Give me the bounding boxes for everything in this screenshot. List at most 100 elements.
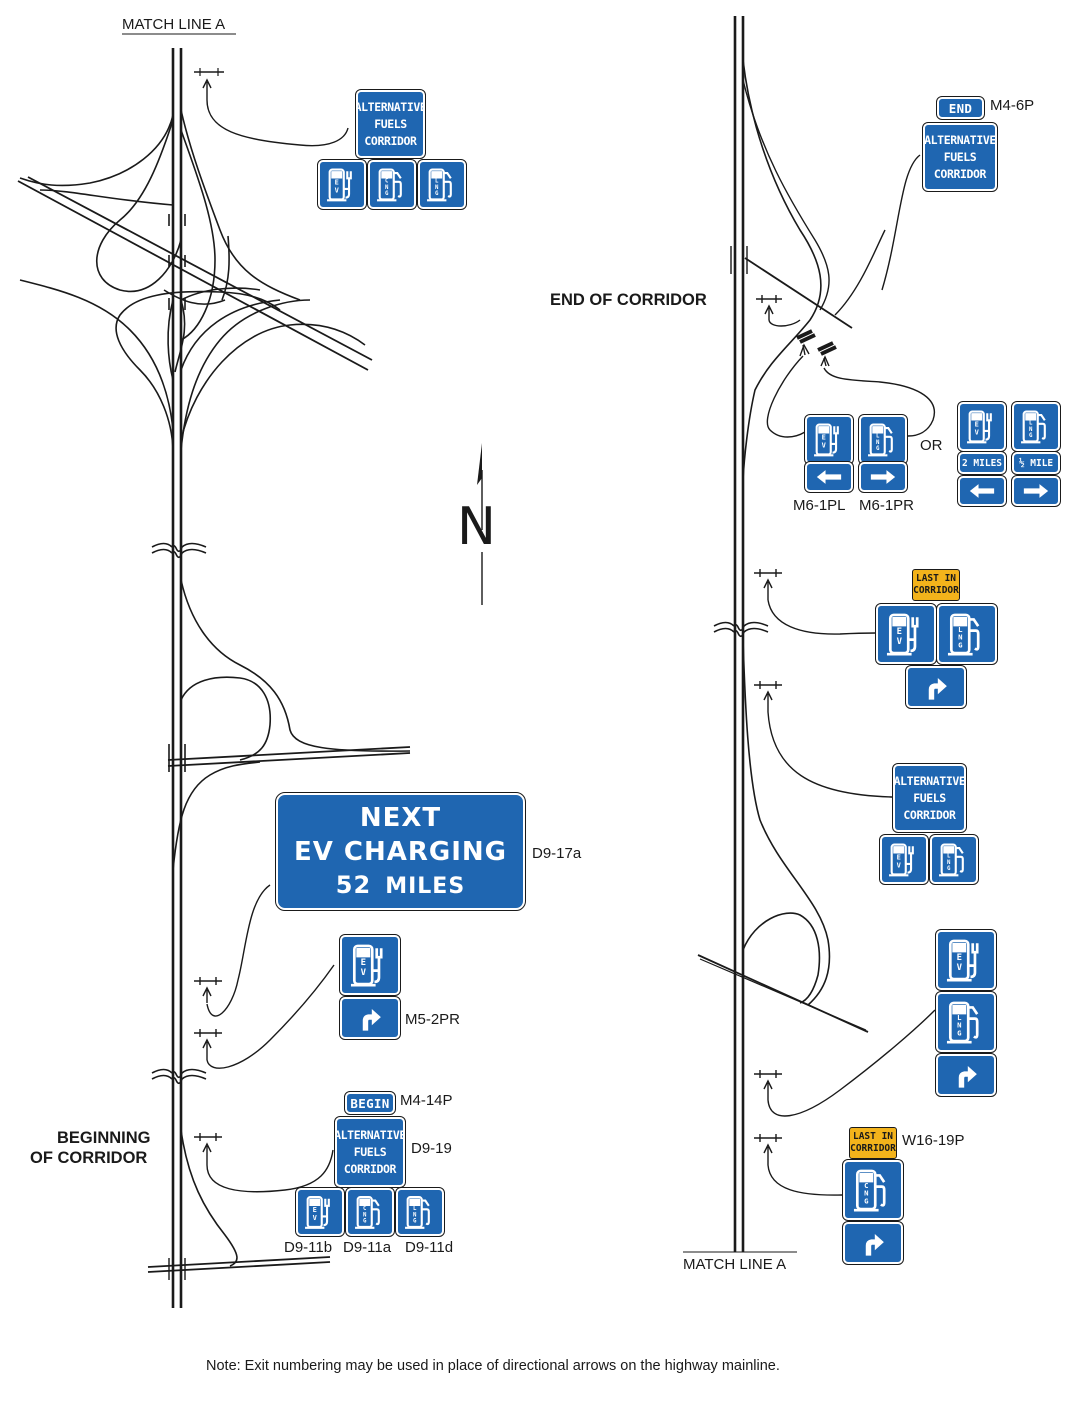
alt-fuels-line2: FUELS — [943, 149, 977, 164]
alt-fuels-line3: CORRIDOR — [343, 1161, 397, 1176]
alternative-fuels-corridor-sign-begin: ALTERNATIVE FUELS CORRIDOR — [334, 1116, 406, 1188]
fuel-letter: E — [897, 853, 901, 862]
fuel-letter: E — [822, 433, 826, 442]
lng-fuel-pump-icon: LNG — [939, 843, 964, 877]
interchange-mid-left — [167, 579, 411, 871]
code-d9-11b: D9-11b — [284, 1239, 333, 1256]
fuel-letter: V — [897, 637, 903, 647]
fuel-letter: V — [361, 968, 367, 978]
fuel-letter: L — [957, 1013, 962, 1022]
fuel-letter: N — [947, 860, 951, 866]
fuel-letter: G — [1029, 433, 1033, 439]
turn-arrow-sign-w16 — [842, 1221, 904, 1265]
curve-arrow-icon — [865, 1233, 884, 1256]
begin-plaque: BEGIN — [344, 1091, 396, 1115]
fuel-letter: N — [876, 440, 880, 446]
curve-arrow-icon — [362, 1008, 381, 1031]
right-arrow-icon — [1023, 484, 1049, 498]
fuel-letter: V — [897, 860, 902, 869]
guide-distance: 52 — [335, 870, 372, 899]
ev-fuel-pump-icon: EV — [814, 423, 839, 457]
alt-fuels-line2: FUELS — [374, 116, 407, 131]
end-of-corridor-label: END OF CORRIDOR — [550, 291, 707, 309]
fuel-letter: L — [958, 625, 963, 634]
distance-plaque-lng: ½ MILE — [1011, 451, 1061, 475]
lng-fuel-pump-icon: LNG — [947, 613, 980, 656]
alt-fuels-line2: FUELS — [353, 1144, 387, 1159]
fuel-letter: E — [313, 1205, 317, 1214]
ev-fuel-pump-icon: EV — [305, 1195, 330, 1229]
alt-fuels-line1: ALTERNATIVE — [924, 132, 996, 147]
fuel-letter: E — [897, 627, 902, 637]
ev-fuel-pump-icon: EV — [967, 410, 992, 444]
match-line-top: MATCH LINE A — [122, 16, 226, 33]
code-d9-19: D9-19 — [411, 1140, 452, 1157]
fuel-letter: L — [435, 179, 439, 185]
fuel-letter: L — [1029, 421, 1033, 427]
beginning-of-corridor-label-2: OF CORRIDOR — [30, 1149, 148, 1167]
alt-fuels-line1: ALTERNATIVE — [354, 99, 427, 114]
ev-fuel-pump-icon: EV — [350, 944, 383, 987]
ev-fuel-pump-icon: EV — [889, 843, 914, 877]
ev-fuel-pump-icon: EV — [327, 168, 352, 202]
fuel-letter: N — [958, 633, 962, 642]
fuel-letter: G — [435, 191, 439, 197]
fuel-letter: N — [363, 1212, 367, 1218]
last-in-corridor-plaque-w16: LAST IN CORRIDOR — [849, 1127, 897, 1159]
fuel-letter: V — [313, 1213, 318, 1222]
fuel-letter: V — [822, 440, 827, 449]
fuel-letter: N — [1029, 427, 1033, 433]
last-in-line1: LAST IN — [915, 573, 957, 584]
curve-arrow-icon — [928, 677, 947, 700]
fuel-letter: V — [975, 427, 980, 436]
lng-fuel-pump-icon: LNG — [405, 1195, 430, 1229]
alt-fuels-line1: ALTERNATIVE — [893, 773, 966, 788]
fuel-letter: C — [864, 1181, 868, 1190]
lng-fuel-pump-icon: LNG — [427, 168, 452, 202]
alt-fuels-line1: ALTERNATIVE — [334, 1127, 406, 1142]
fuel-letter: N — [385, 185, 389, 191]
left-arrow-icon — [816, 470, 842, 484]
fuel-letter: E — [975, 420, 979, 429]
fuel-letter: G — [958, 640, 963, 649]
north-label: N — [457, 497, 496, 557]
code-m4-6p: M4-6P — [990, 97, 1035, 114]
code-m6-1pr: M6-1PR — [859, 497, 915, 514]
fuel-letter: L — [413, 1206, 417, 1212]
end-plaque: END — [936, 96, 985, 120]
fuel-letter: N — [864, 1189, 868, 1198]
code-d9-17a: D9-17a — [532, 845, 582, 862]
right-arrow-sign — [858, 461, 908, 493]
left-arrow-icon — [969, 484, 995, 498]
last-in-line1: LAST IN — [852, 1131, 894, 1142]
interchange-top-left — [17, 109, 373, 451]
left-arrow-sign-alt — [957, 475, 1007, 507]
guide-line1: NEXT — [359, 802, 442, 833]
last-in-line2: CORRIDOR — [913, 585, 959, 596]
break-symbol — [151, 542, 207, 1085]
fuel-letter: G — [947, 866, 951, 872]
alternative-fuels-corridor-sign: ALTERNATIVE FUELS CORRIDOR — [354, 89, 427, 159]
last-in-line2: CORRIDOR — [850, 1143, 896, 1154]
distance-plaque-ev: 2 MILES — [957, 451, 1007, 475]
fuel-letter: N — [957, 1021, 961, 1030]
fuel-letter: E — [957, 953, 962, 963]
cng-fuel-pump-icon: CNG — [853, 1169, 886, 1212]
fuel-letter: N — [435, 185, 439, 191]
cng-fuel-pump-icon: CNG — [355, 1195, 380, 1229]
alt-fuels-line3: CORRIDOR — [364, 133, 417, 148]
right-arrow-sign-alt — [1011, 475, 1061, 507]
